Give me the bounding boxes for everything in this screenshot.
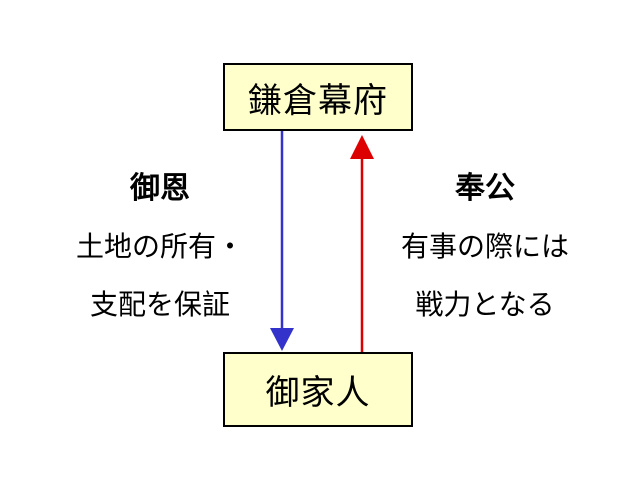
goon-arrow-head (270, 328, 294, 351)
houkou-arrow-head (350, 135, 374, 159)
goon-description-line-2: 支配を保証 (89, 288, 230, 321)
kamakura-shogunate-box: 鎌倉幕府 (223, 63, 413, 131)
goon-down-arrow (270, 131, 294, 351)
gokenin-label: 御家人 (265, 373, 371, 413)
houkou-description-line-1: 有事の際には (400, 230, 569, 263)
houkou-description-line-2: 戦力となる (415, 288, 555, 321)
goon-description-line-1: 土地の所有・ (75, 230, 244, 263)
gokenin-box: 御家人 (223, 352, 413, 427)
houkou-up-arrow (350, 135, 374, 352)
goon-title: 御恩 (130, 171, 190, 206)
kamakura-shogunate-label: 鎌倉幕府 (248, 80, 388, 121)
houkou-title: 奉公 (455, 171, 515, 206)
